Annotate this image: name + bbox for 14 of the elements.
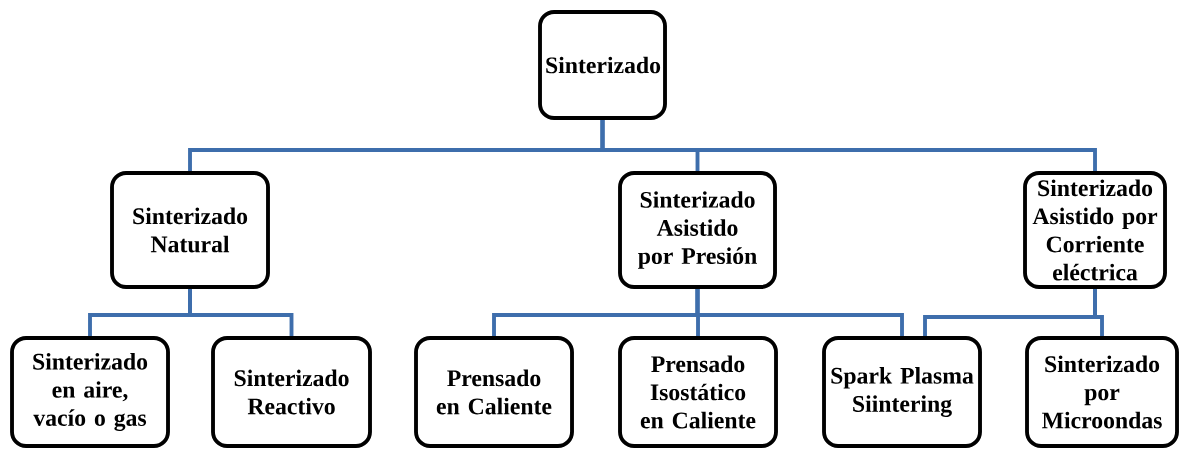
process-box: Sinterizado Asistido por Presión xyxy=(618,171,777,289)
connector-line xyxy=(695,287,904,338)
connector-line xyxy=(600,118,1097,173)
connector-line xyxy=(188,287,294,338)
connector-line xyxy=(1093,287,1104,338)
process-box: Sinterizado por Microondas xyxy=(1025,336,1179,448)
process-box: Sinterizado Asistido por Corriente eléctrica xyxy=(1023,171,1167,289)
process-box: Prensado Isostático en Caliente xyxy=(618,336,778,448)
process-box: Spark Plasma Siintering xyxy=(822,336,982,448)
process-box: Sinterizado Reactivo xyxy=(211,336,372,448)
process-box: Prensado en Caliente xyxy=(414,336,574,448)
process-box: Sinterizado Natural xyxy=(110,171,270,289)
process-box: Sinterizado en aire, vacío o gas xyxy=(10,336,170,448)
process-box: Sinterizado xyxy=(538,10,667,120)
